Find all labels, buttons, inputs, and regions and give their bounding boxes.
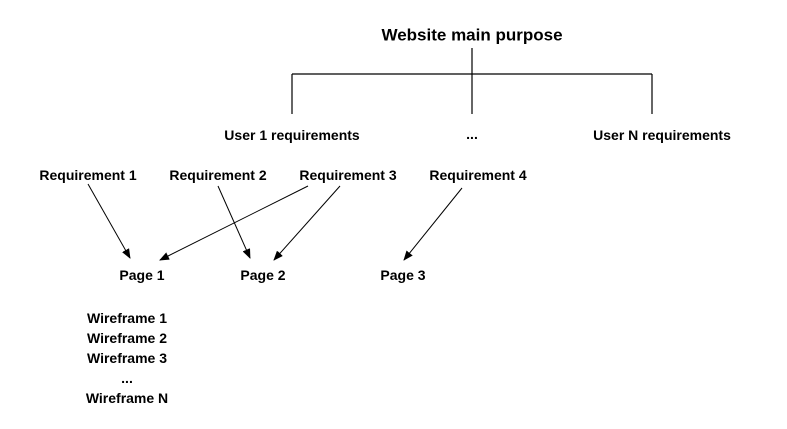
- arrow-req1-to-page1: [87, 183, 131, 259]
- user-1-requirements: User 1 requirements: [224, 127, 360, 143]
- requirement-4: Requirement 4: [429, 167, 527, 183]
- diagram-title: Website main purpose: [381, 25, 563, 45]
- user-n-requirements: User N requirements: [593, 127, 731, 143]
- wireframe-n: Wireframe N: [85, 390, 169, 406]
- page-3: Page 3: [380, 267, 426, 283]
- wireframe-2: Wireframe 2: [86, 330, 168, 346]
- wireframe-ellipsis: ...: [121, 370, 133, 386]
- users-ellipsis: ...: [466, 126, 478, 142]
- page-1: Page 1: [119, 267, 165, 283]
- arrow-req3-to-page2: [273, 185, 341, 261]
- arrow-req2-to-page2: [217, 185, 251, 259]
- requirement-1: Requirement 1: [39, 167, 137, 183]
- wireframe-1: Wireframe 1: [86, 310, 168, 326]
- requirement-3: Requirement 3: [299, 167, 397, 183]
- wireframe-3: Wireframe 3: [86, 350, 168, 366]
- requirement-2: Requirement 2: [169, 167, 267, 183]
- page-2: Page 2: [240, 267, 286, 283]
- arrow-req4-to-page3: [403, 187, 463, 261]
